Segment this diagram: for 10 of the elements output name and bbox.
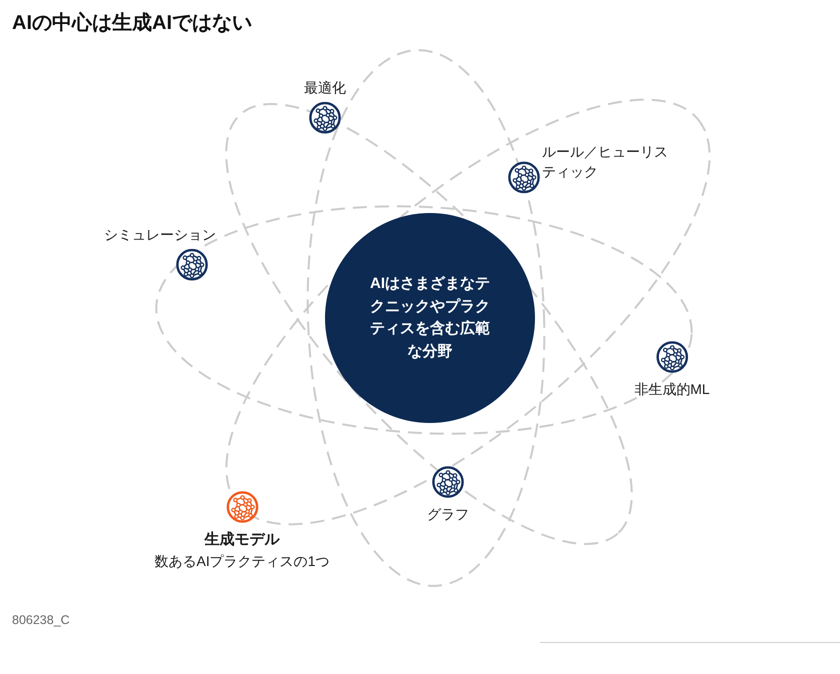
node-label: グラフ xyxy=(427,505,469,524)
node-label: シミュレーション xyxy=(104,226,216,245)
hub-text: AIはさまざまなテクニックやプラクティスを含む広範な分野 xyxy=(369,274,491,362)
page-title: AIの中心は生成AIではない xyxy=(12,11,252,35)
node-title: 生成モデル xyxy=(204,530,280,550)
document-code: 806238_C xyxy=(12,613,70,627)
node-label: 非生成的ML xyxy=(634,380,710,399)
node-label: 最適化 xyxy=(304,78,346,98)
node-label: ルール／ヒューリスティック xyxy=(542,142,669,182)
node-subtitle: 数あるAIプラクティスの1つ xyxy=(154,552,330,571)
